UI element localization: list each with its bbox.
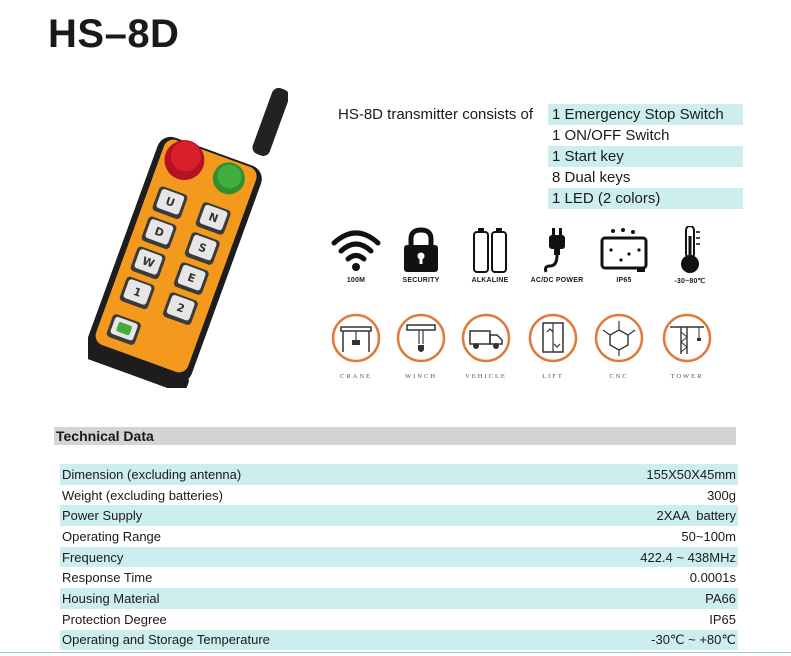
- key-label: U: [164, 195, 177, 210]
- consists-item: 1 Emergency Stop Switch: [548, 104, 743, 125]
- table-row: Frequency 422.4 ~ 438MHz: [60, 546, 738, 568]
- vehicle-icon: [461, 313, 511, 363]
- winch-icon: [396, 313, 446, 363]
- lock-icon: [404, 227, 438, 272]
- consists-item: 1 LED (2 colors): [548, 188, 743, 209]
- application-label: CRANE: [339, 373, 373, 380]
- divider: [0, 652, 791, 653]
- application-label: WINCH: [404, 373, 438, 380]
- tower-icon: [662, 313, 712, 363]
- application-crane: CRANE: [325, 312, 387, 380]
- page-title: HS–8D: [48, 12, 180, 56]
- row-value: 50~100m: [681, 528, 736, 544]
- table-row: Housing Material PA66: [60, 588, 738, 609]
- table-row: Operating and Storage Temperature -30℃ ~…: [60, 629, 738, 651]
- lift-icon: [528, 313, 578, 363]
- consists-item: 1 ON/OFF Switch: [552, 127, 670, 144]
- row-value: -30℃ ~ +80℃: [651, 631, 736, 647]
- row-label: Protection Degree: [62, 611, 167, 627]
- table-row: Weight (excluding batteries) 300g: [60, 485, 738, 506]
- row-value: 300g: [707, 487, 736, 503]
- consists-item: 1 Start key: [548, 146, 743, 167]
- key-label: 1: [132, 285, 144, 300]
- row-label: Weight (excluding batteries): [62, 487, 223, 503]
- key-label: S: [196, 241, 208, 256]
- row-label: Housing Material: [62, 590, 160, 606]
- table-row: Operating Range 50~100m: [60, 526, 738, 547]
- row-label: Response Time: [62, 570, 153, 586]
- table-row: Protection Degree IP65: [60, 609, 738, 630]
- feature-label: SECURITY: [402, 277, 440, 284]
- row-value: IP65: [709, 611, 736, 627]
- remote-illustration: U N D S W E 1 2: [82, 87, 290, 393]
- feature-range: 100M: [322, 226, 390, 284]
- feature-security: SECURITY: [387, 226, 455, 284]
- feature-label: AC/DC POWER: [530, 277, 584, 284]
- technical-data-header: Technical Data: [54, 427, 736, 445]
- row-label: Operating and Storage Temperature: [62, 632, 270, 648]
- feature-ip65: IP65: [590, 226, 658, 284]
- cnc-icon: [594, 313, 644, 363]
- application-cnc: CNC: [588, 312, 650, 380]
- battery-icon: [473, 228, 507, 273]
- table-row: Power Supply 2XAA battery: [60, 505, 738, 527]
- table-row: Response Time 0.0001s: [60, 567, 738, 588]
- row-value: 155X50X45mm: [646, 466, 736, 482]
- row-label: Power Supply: [62, 508, 143, 524]
- feature-label: ALKALINE: [471, 277, 509, 284]
- technical-data-table: Dimension (excluding antenna) 155X50X45m…: [60, 464, 738, 651]
- plug-icon: [544, 228, 565, 273]
- row-value: PA66: [705, 590, 736, 606]
- application-tower: TOWER: [656, 312, 718, 380]
- feature-label: 100M: [346, 277, 366, 284]
- application-label: LIFT: [542, 373, 564, 380]
- row-value: 2XAA battery: [656, 508, 737, 524]
- key-label: 2: [175, 301, 187, 316]
- key-label: W: [140, 254, 156, 270]
- thermometer-icon: [681, 226, 700, 273]
- application-lift: LIFT: [522, 312, 584, 380]
- row-value: 422.4 ~ 438MHz: [640, 549, 736, 565]
- application-vehicle: VEHICLE: [455, 312, 517, 380]
- feature-battery: ALKALINE: [456, 226, 524, 284]
- feature-power: AC/DC POWER: [523, 226, 591, 284]
- application-label: VEHICLE: [465, 373, 507, 380]
- key-label: D: [153, 225, 166, 240]
- feature-label: IP65: [616, 277, 632, 284]
- row-label: Frequency: [62, 549, 124, 565]
- table-row: Dimension (excluding antenna) 155X50X45m…: [60, 464, 738, 485]
- crane-icon: [331, 313, 381, 363]
- consists-lead-text: HS-8D transmitter consists of: [338, 106, 534, 123]
- application-label: TOWER: [670, 373, 704, 380]
- feature-temperature: -30~80℃: [656, 226, 724, 285]
- row-label: Dimension (excluding antenna): [62, 466, 242, 482]
- feature-label: -30~80℃: [674, 278, 706, 285]
- rain-icon: [600, 228, 648, 272]
- application-winch: WINCH: [390, 312, 452, 380]
- wifi-icon: [331, 230, 381, 271]
- key-label: N: [207, 210, 220, 225]
- application-label: CNC: [609, 373, 629, 380]
- consists-item: 8 Dual keys: [552, 169, 631, 186]
- key-label: E: [186, 271, 198, 286]
- row-label: Operating Range: [62, 528, 162, 544]
- row-value: 0.0001s: [689, 570, 736, 586]
- consists-list: 1 Emergency Stop Switch 1 ON/OFF Switch …: [548, 104, 743, 209]
